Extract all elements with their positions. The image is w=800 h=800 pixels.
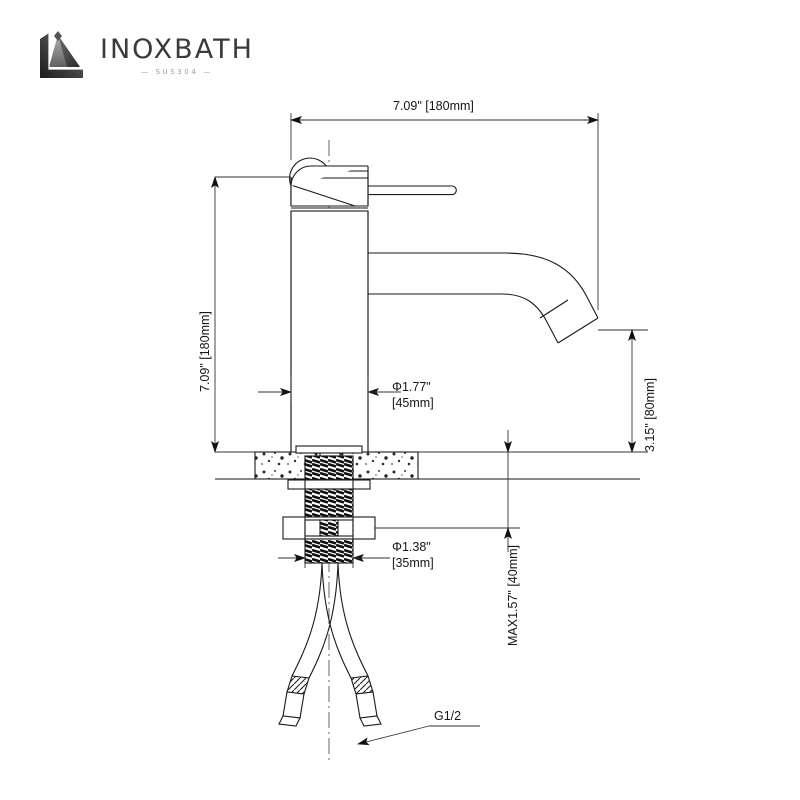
dimension-body-diameter bbox=[258, 375, 401, 402]
logo-wordmark: INOXBATH bbox=[100, 34, 254, 65]
handle-cap bbox=[289, 157, 369, 212]
supply-hose-left bbox=[278, 562, 339, 727]
supply-hose-right bbox=[321, 562, 382, 727]
logo-text-group: INOXBATH — SUS304 — bbox=[100, 34, 254, 76]
dimension-overall-width bbox=[290, 113, 599, 310]
phi177-line1: Φ1.77" bbox=[392, 380, 431, 394]
dimension-spout-height bbox=[418, 329, 648, 453]
dimension-overall-height bbox=[211, 176, 291, 453]
dimension-label-overall-height: 7.09" [180mm] bbox=[198, 311, 212, 392]
callout-thread-g12 bbox=[357, 725, 480, 746]
callout-label-thread-g12: G1/2 bbox=[434, 709, 462, 723]
dimension-label-max-deck-thickness: MAX1.57" [40mm] bbox=[506, 544, 520, 646]
escutcheon-base bbox=[295, 445, 363, 454]
dimension-label-body-diameter: Φ1.77"[45mm] bbox=[392, 380, 434, 411]
dimension-max-deck-thickness bbox=[375, 430, 520, 552]
handle-lever bbox=[367, 185, 457, 196]
dimension-shank-diameter bbox=[278, 545, 390, 568]
dimension-label-overall-width: 7.09" [180mm] bbox=[393, 99, 474, 113]
phi138-line2: [35mm] bbox=[392, 555, 434, 570]
phi138-line1: Φ1.38" bbox=[392, 540, 431, 554]
logo-subtitle: — SUS304 — bbox=[141, 68, 213, 76]
inoxbath-pyramid-logo-icon bbox=[40, 31, 83, 78]
brand-logo: INOXBATH — SUS304 — bbox=[36, 24, 296, 86]
faucet-body bbox=[290, 210, 369, 457]
spout bbox=[368, 252, 599, 344]
dimension-label-shank-diameter: Φ1.38"[35mm] bbox=[392, 540, 434, 571]
countertop-section bbox=[215, 451, 640, 480]
dimension-label-spout-height: 3.15" [80mm] bbox=[643, 378, 657, 452]
phi177-line2: [45mm] bbox=[392, 395, 434, 410]
